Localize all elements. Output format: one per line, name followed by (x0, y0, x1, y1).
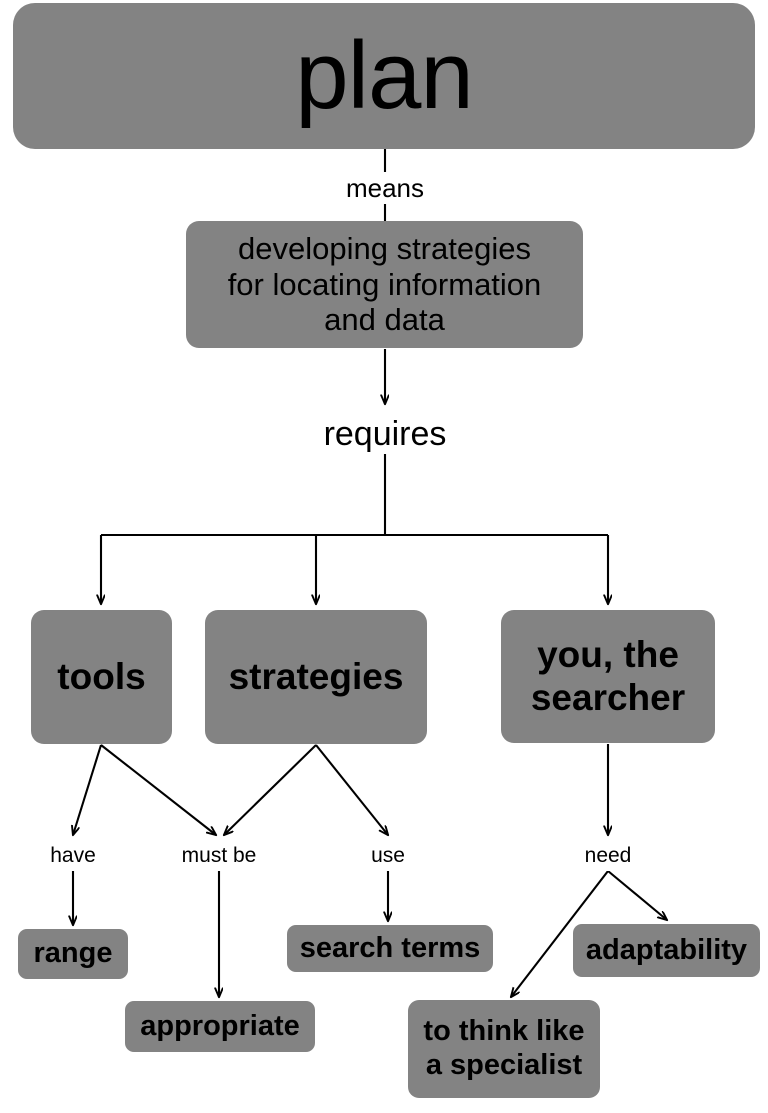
node-you-the-searcher-label: you, the searcher (530, 633, 686, 718)
edge-label-means-text: means (345, 173, 425, 203)
edge-label-must-be-text: must be (181, 844, 257, 867)
edge-label-requires: requires (303, 414, 467, 454)
node-range[interactable]: range (18, 929, 128, 979)
node-plan[interactable]: plan (13, 3, 755, 149)
node-tools-label: tools (57, 655, 146, 697)
edge-strategies-to-mustbe (224, 744, 317, 835)
edge-label-means: means (336, 172, 434, 204)
node-range-label: range (33, 937, 113, 970)
node-to-think-like-a-specialist[interactable]: to think like a specialist (408, 1000, 600, 1098)
node-adaptability[interactable]: adaptability (573, 924, 760, 977)
edge-tools-to-mustbe (100, 744, 216, 835)
edge-label-must-be: must be (167, 841, 271, 871)
node-you-the-searcher[interactable]: you, the searcher (501, 610, 715, 743)
node-strategies[interactable]: strategies (205, 610, 427, 744)
edge-label-use: use (355, 841, 421, 871)
edge-label-use-text: use (371, 844, 405, 867)
edge-tools-to-have (73, 744, 103, 835)
node-developing-strategies[interactable]: developing strategies for locating infor… (186, 221, 583, 348)
edge-label-have-text: have (50, 844, 96, 867)
node-tools[interactable]: tools (31, 610, 172, 744)
edge-need-to-adaptability (607, 870, 667, 920)
edge-label-have: have (38, 841, 108, 871)
node-search-terms-label: search terms (299, 931, 481, 964)
node-to-think-like-a-specialist-label: to think like a specialist (423, 1015, 585, 1081)
node-developing-strategies-label: developing strategies for locating infor… (227, 230, 542, 338)
node-strategies-label: strategies (228, 655, 404, 697)
edge-label-need: need (570, 841, 646, 871)
edge-label-requires-text: requires (323, 415, 447, 453)
node-appropriate[interactable]: appropriate (125, 1001, 315, 1052)
node-adaptability-label: adaptability (585, 933, 748, 966)
edge-strategies-to-use (315, 744, 388, 835)
edge-label-need-text: need (584, 844, 632, 867)
node-appropriate-label: appropriate (140, 1009, 300, 1042)
node-plan-label: plan (295, 22, 474, 130)
node-search-terms[interactable]: search terms (287, 925, 493, 972)
